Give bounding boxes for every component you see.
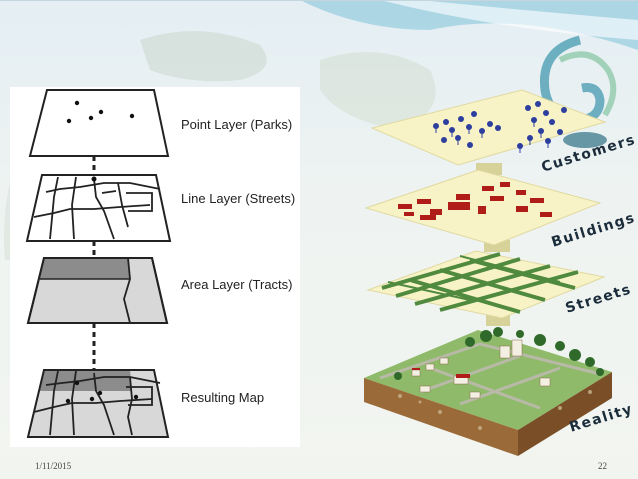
resulting-map <box>26 369 170 438</box>
streets-layer <box>366 250 606 319</box>
resulting-map-label: Resulting Map <box>181 390 265 405</box>
customers-layer <box>370 89 607 166</box>
point-layer <box>28 89 170 157</box>
footer-date: 1/11/2015 <box>35 461 72 471</box>
layer-stack-diagram <box>25 89 172 438</box>
area-layer-label: Area Layer (Tracts) <box>181 277 293 292</box>
line-layer <box>25 174 172 242</box>
buildings-layer <box>364 169 602 246</box>
reality-block <box>364 327 612 456</box>
layer-diagram-panel: Point Layer (Parks) Line Layer (Streets)… <box>10 87 300 447</box>
area-layer <box>26 257 169 324</box>
point-layer-label: Point Layer (Parks) <box>181 117 293 132</box>
line-layer-label: Line Layer (Streets) <box>181 191 296 206</box>
page-number: 22 <box>598 461 607 471</box>
